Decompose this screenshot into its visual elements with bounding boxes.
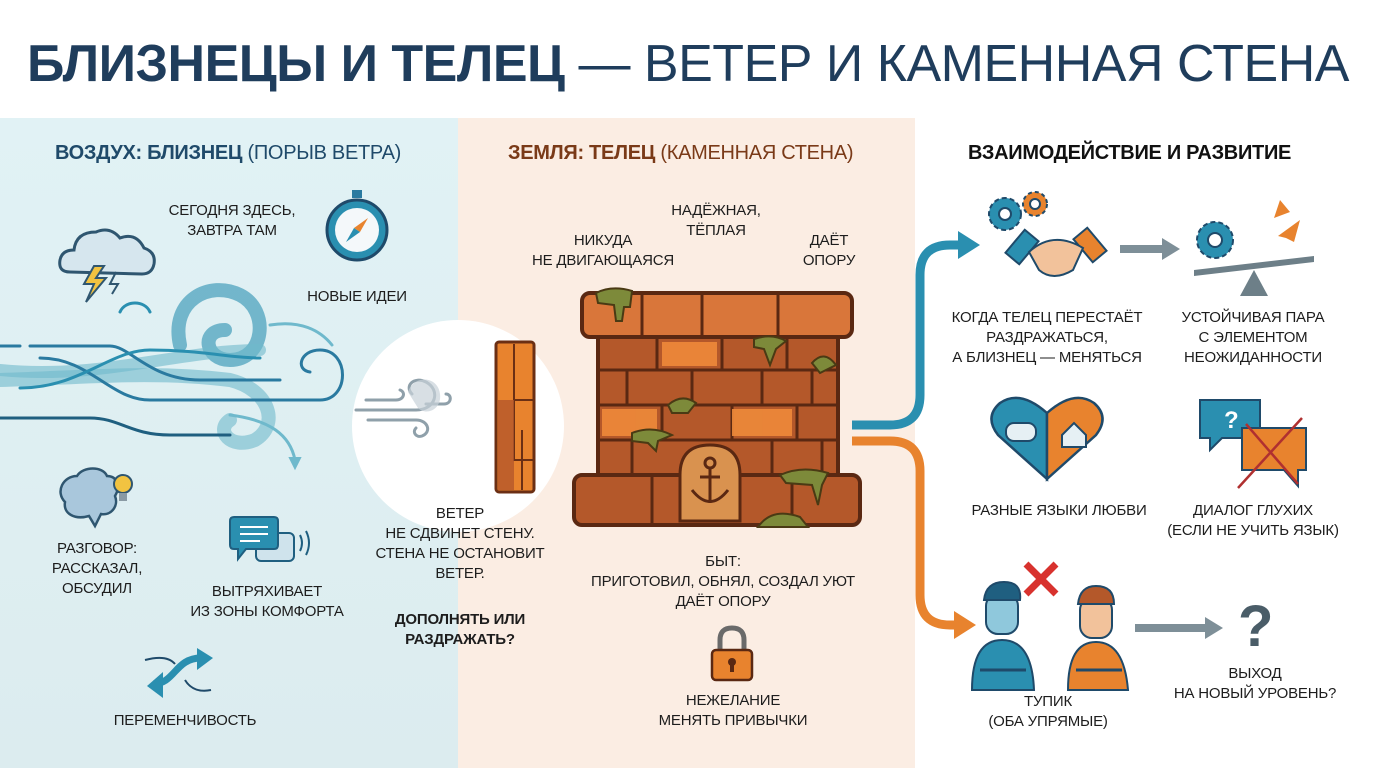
stubborn-people-icon: [970, 561, 1130, 691]
line: БЫТ:: [705, 553, 741, 570]
line: ТУПИК: [1024, 693, 1072, 710]
line: ВЕТЕР.: [435, 565, 485, 582]
label-reluctance: НЕЖЕЛАНИЕ МЕНЯТЬ ПРИВЫЧКИ: [659, 691, 808, 731]
label-changeability: ПЕРЕМЕНЧИВОСТЬ: [113, 712, 257, 729]
line: ОБСУДИЛ: [62, 580, 132, 597]
padlock-icon: [710, 625, 754, 682]
line: СТЕНА НЕ ОСТАНОВИТ: [375, 545, 545, 562]
seesaw-icon: [1194, 200, 1314, 296]
line: С ЭЛЕМЕНТОМ: [1198, 329, 1308, 346]
gray-right-arrow: [1120, 238, 1180, 260]
label-when-taurus-stops: КОГДА ТЕЛЕЦ ПЕРЕСТАЁТ РАЗДРАЖАТЬСЯ, А БЛИЗ…: [952, 308, 1143, 368]
label-shake: ВЫТРЯХИВАЕТ ИЗ ЗОНЫ КОМФОРТА: [190, 582, 343, 622]
label-complement-or-irritate: ДОПОЛНЯТЬ ИЛИ РАЗДРАЖАТЬ?: [395, 610, 525, 650]
wind-gust-icon: [0, 283, 344, 471]
question-mark-icon: ?: [1238, 594, 1273, 659]
page-title: БЛИЗНЕЦЫ И ТЕЛЕЦ — ВЕТЕР И КАМЕННАЯ СТЕН…: [0, 34, 1376, 94]
chat-bubbles-icon: [229, 516, 310, 562]
line: РАЗГОВОР:: [56, 540, 138, 557]
label-immovable: НИКУДА НЕ ДВИГАЮЩАЯСЯ: [532, 231, 674, 271]
label-love-languages: РАЗНЫЕ ЯЗЫКИ ЛЮБВИ: [971, 502, 1147, 519]
line: ВЕТЕР: [435, 505, 485, 522]
line: ОПОРУ: [802, 252, 856, 269]
interaction-heading: ВЗАИМОДЕЙСТВИЕ И РАЗВИТИЕ: [968, 142, 1292, 164]
line: ДАЁТ: [809, 232, 849, 249]
split-heart-icon: [990, 396, 1104, 482]
label-deadlock: ТУПИК (ОБА УПРЯМЫЕ): [988, 692, 1108, 732]
line: НЕ СДВИНЕТ СТЕНУ.: [385, 525, 535, 542]
brain-idea-icon: [59, 467, 133, 529]
line: РАЗДРАЖАТЬСЯ,: [986, 329, 1108, 346]
line: СЕГОДНЯ ЗДЕСЬ,: [168, 202, 296, 219]
line: НА НОВЫЙ УРОВЕНЬ?: [1173, 685, 1337, 702]
line: КОГДА ТЕЛЕЦ ПЕРЕСТАЁТ: [951, 309, 1143, 326]
line: (ОБА УПРЯМЫЕ): [988, 713, 1108, 730]
line: ДОПОЛНЯТЬ ИЛИ: [394, 611, 526, 628]
flow-arrows: [852, 231, 980, 639]
label-support: ДАЁТ ОПОРУ: [802, 231, 856, 271]
handshake-gears-icon: [988, 191, 1108, 277]
label-talk: РАЗГОВОР: РАССКАЗАЛ, ОБСУДИЛ: [51, 539, 143, 599]
label-new-level: ВЫХОД НА НОВЫЙ УРОВЕНЬ?: [1174, 664, 1336, 704]
label-everyday-life: БЫТ: ПРИГОТОВИЛ, ОБНЯЛ, СОЗДАЛ УЮТ ДАЁТ ОП…: [591, 552, 855, 612]
deaf-dialog-icon: ?: [1199, 399, 1307, 489]
line: НЕ ДВИГАЮЩАЯСЯ: [532, 252, 674, 269]
line: НАДЁЖНАЯ,: [671, 202, 761, 219]
line: ВЫТРЯХИВАЕТ: [211, 583, 323, 600]
line: ТЁПЛАЯ: [686, 222, 746, 239]
line: РАССКАЗАЛ,: [51, 560, 143, 577]
blue-branch-arrow: [852, 240, 962, 430]
label-today-here: СЕГОДНЯ ЗДЕСЬ, ЗАВТРА ТАМ: [169, 201, 296, 241]
line: РАЗДРАЖАТЬ?: [405, 631, 515, 648]
line: ДИАЛОГ ГЛУХИХ: [1193, 502, 1313, 519]
label-wind-wall: ВЕТЕР НЕ СДВИНЕТ СТЕНУ. СТЕНА НЕ ОСТАНОВИТ…: [375, 504, 544, 584]
shuffle-arrows-icon: [144, 648, 213, 698]
label-new-ideas: НОВЫЕ ИДЕИ: [307, 288, 407, 305]
air-heading-bold: ВОЗДУХ: БЛИЗНЕЦ: [55, 142, 243, 164]
line: ПРИГОТОВИЛ, ОБНЯЛ, СОЗДАЛ УЮТ: [591, 573, 855, 590]
line: НЕЖЕЛАНИЕ: [685, 692, 781, 709]
air-heading-rest: (ПОРЫВ ВЕТРА): [247, 142, 402, 164]
label-stable-pair: УСТОЙЧИВАЯ ПАРА С ЭЛЕМЕНТОМ НЕОЖИДАННОСТИ: [1182, 308, 1325, 368]
svg-text:?: ?: [1224, 407, 1239, 434]
line: НИКУДА: [573, 232, 633, 249]
line: ИЗ ЗОНЫ КОМФОРТА: [190, 603, 344, 620]
label-reliable: НАДЁЖНАЯ, ТЁПЛАЯ: [671, 201, 761, 241]
earth-heading-rest: (КАМЕННАЯ СТЕНА): [660, 142, 854, 164]
line: МЕНЯТЬ ПРИВЫЧКИ: [658, 712, 808, 729]
air-heading: ВОЗДУХ: БЛИЗНЕЦ (ПОРЫВ ВЕТРА): [55, 142, 401, 165]
title-bold: БЛИЗНЕЦЫ И ТЕЛЕЦ: [27, 35, 565, 93]
line: УСТОЙЧИВАЯ ПАРА: [1181, 309, 1325, 326]
compass-icon: [325, 190, 389, 262]
gray-right-arrow-2: [1135, 617, 1223, 639]
line: НЕОЖИДАННОСТИ: [1184, 349, 1322, 366]
orange-branch-arrow: [852, 436, 958, 630]
title-rest: — ВЕТЕР И КАМЕННАЯ СТЕНА: [578, 35, 1349, 93]
earth-heading: ЗЕМЛЯ: ТЕЛЕЦ (КАМЕННАЯ СТЕНА): [508, 142, 854, 165]
earth-heading-bold: ЗЕМЛЯ: ТЕЛЕЦ: [508, 142, 656, 164]
line: ЗАВТРА ТАМ: [187, 222, 277, 239]
wall-pillar-icon: [494, 340, 536, 494]
gray-wind-icon: [354, 378, 452, 438]
svg-text:?: ?: [1238, 594, 1273, 659]
line: ВЫХОД: [1228, 665, 1282, 682]
line: А БЛИЗНЕЦ — МЕНЯТЬСЯ: [952, 349, 1142, 366]
line: ДАЁТ ОПОРУ: [675, 593, 771, 610]
storm-cloud-icon: [58, 228, 156, 303]
line: (ЕСЛИ НЕ УЧИТЬ ЯЗЫК): [1167, 522, 1339, 539]
brick-wall-icon: [572, 287, 862, 528]
label-deaf-dialog: ДИАЛОГ ГЛУХИХ (ЕСЛИ НЕ УЧИТЬ ЯЗЫК): [1167, 501, 1339, 541]
